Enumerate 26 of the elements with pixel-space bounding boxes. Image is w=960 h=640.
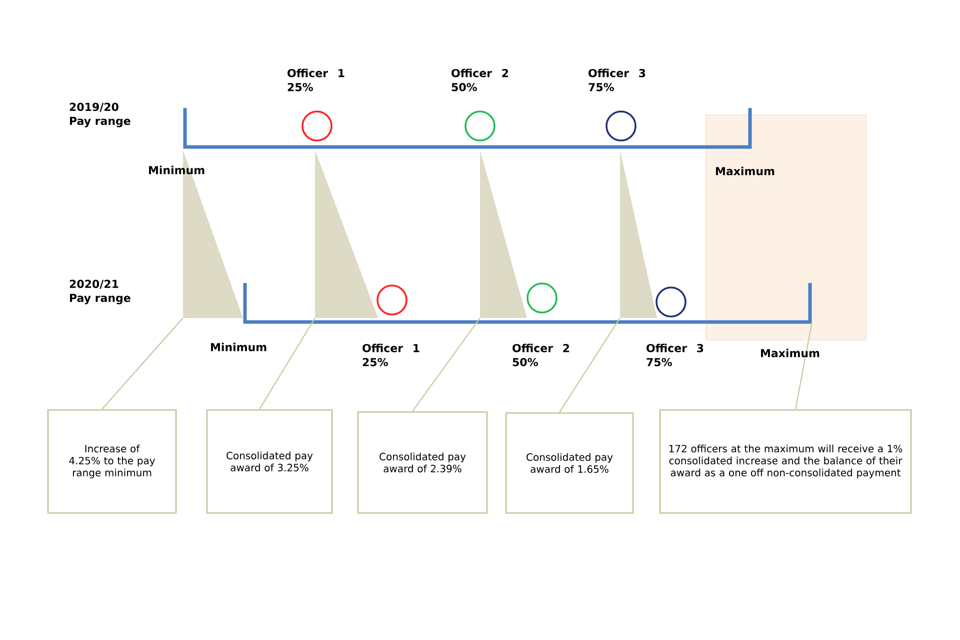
callout-box: 172 officers at the maximum will receive a 1% consolidated increase and the balance of their award as a one off non-consolidated payment — [659, 409, 912, 514]
leader-line — [559, 318, 620, 413]
axis-label: Officer 1 25% — [288, 68, 344, 92]
leader-line — [259, 318, 316, 410]
callout-box: Consolidated pay award of 3.25% — [206, 409, 333, 514]
shaded-triangle — [315, 150, 378, 318]
leader-line — [412, 318, 480, 412]
callout-box: Consolidated pay award of 1.65% — [505, 412, 634, 514]
shaded-triangle — [620, 150, 657, 318]
leader-line — [102, 318, 184, 410]
callout-box: Consolidated pay award of 2.39% — [357, 411, 488, 514]
highlight-area — [706, 114, 866, 340]
axis-label: Officer 2 50% — [512, 344, 570, 366]
axis-label: 2019/20 Pay range — [70, 102, 130, 128]
axis-label: 2020/21 Pay range — [70, 280, 130, 304]
axis-label: Officer 1 25% — [362, 344, 420, 366]
callout-box: Increase of 4.25% to the pay range minimum — [47, 409, 177, 514]
leader-line — [794, 322, 813, 410]
axis-label: Officer 2 50% — [452, 68, 508, 92]
axis-label: Officer 3 75% — [646, 344, 704, 366]
axis-label: Minimum — [149, 166, 204, 174]
axis-label: Minimum — [211, 342, 266, 352]
axis-label: Officer 3 75% — [588, 68, 646, 92]
axis-label: Maximum — [761, 348, 820, 358]
shaded-triangle — [480, 150, 527, 318]
axis-label: Maximum — [716, 166, 774, 176]
